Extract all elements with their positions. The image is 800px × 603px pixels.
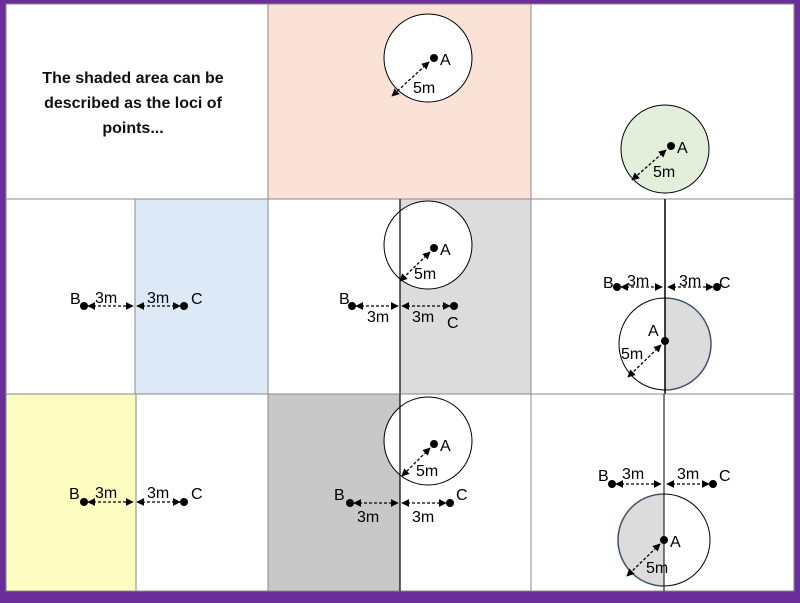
point-a-dot xyxy=(660,536,668,544)
label-b: B xyxy=(69,486,80,503)
label-distance: 3m xyxy=(627,273,649,290)
point-b-dot xyxy=(348,302,356,310)
radius-arrow xyxy=(626,543,661,577)
yellow-shaded-region xyxy=(5,393,137,592)
cell-1-3 xyxy=(530,3,795,200)
label-distance: 3m xyxy=(622,466,644,483)
label-c: C xyxy=(719,468,731,485)
radius-arrow xyxy=(399,251,431,282)
label-radius: 5m xyxy=(653,164,675,181)
point-a-dot xyxy=(430,54,438,62)
label-radius: 5m xyxy=(414,266,436,283)
point-b-dot xyxy=(613,283,621,291)
label-b: B xyxy=(598,468,609,485)
label-a: A xyxy=(440,438,451,455)
point-a-dot xyxy=(430,440,438,448)
shaded-half-disc xyxy=(665,297,712,391)
point-a-dot xyxy=(430,244,438,252)
point-a-dot xyxy=(667,142,675,150)
point-c-dot xyxy=(450,302,458,310)
label-c: C xyxy=(447,315,459,332)
point-b-dot xyxy=(608,480,616,488)
label-distance: 3m xyxy=(679,273,701,290)
label-radius: 5m xyxy=(416,463,438,480)
intro-text: The shaded area can be described as the … xyxy=(42,70,224,137)
label-a: A xyxy=(440,52,451,69)
label-distance: 3m xyxy=(367,309,389,326)
label-a: A xyxy=(677,140,688,157)
point-a-dot xyxy=(661,337,669,345)
label-distance: 3m xyxy=(147,290,169,307)
point-b-dot xyxy=(80,302,88,310)
label-radius: 5m xyxy=(621,346,643,363)
radius-arrow xyxy=(627,344,662,378)
label-distance: 3m xyxy=(357,509,379,526)
point-c-dot xyxy=(709,480,717,488)
point-c-dot xyxy=(713,283,721,291)
label-distance: 3m xyxy=(412,309,434,326)
point-c-dot xyxy=(180,498,188,506)
point-c-dot xyxy=(446,499,454,507)
label-c: C xyxy=(191,291,203,308)
label-c: C xyxy=(719,275,731,292)
label-distance: 3m xyxy=(95,485,117,502)
label-distance: 3m xyxy=(147,485,169,502)
label-a: A xyxy=(440,242,451,259)
label-radius: 5m xyxy=(413,80,435,97)
label-radius: 5m xyxy=(646,560,668,577)
label-a: A xyxy=(670,534,681,551)
label-a: A xyxy=(648,323,659,340)
radius-arrow xyxy=(401,447,431,477)
dark-gray-shaded-region xyxy=(267,393,401,592)
cell-1-1 xyxy=(5,3,269,200)
label-b: B xyxy=(334,487,345,504)
label-distance: 3m xyxy=(412,509,434,526)
label-c: C xyxy=(456,487,468,504)
label-distance: 3m xyxy=(95,290,117,307)
point-b-dot xyxy=(346,499,354,507)
point-c-dot xyxy=(180,302,188,310)
label-c: C xyxy=(191,486,203,503)
radius-arrow xyxy=(631,149,667,181)
point-b-dot xyxy=(80,498,88,506)
label-b: B xyxy=(70,291,81,308)
label-b: B xyxy=(339,291,350,308)
label-b: B xyxy=(603,275,614,292)
radius-arrow xyxy=(391,61,430,97)
label-distance: 3m xyxy=(677,466,699,483)
blue-shaded-region xyxy=(134,198,269,395)
